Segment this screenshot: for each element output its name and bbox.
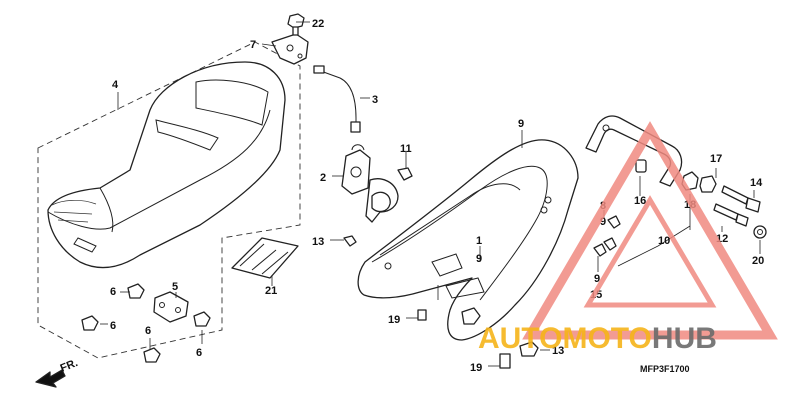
callout-5: 5: [172, 281, 178, 293]
diagram-code: MFP3F1700: [640, 364, 690, 374]
leader-lines: [100, 21, 761, 367]
callout-6-top: 6: [110, 286, 116, 298]
seat: [47, 61, 286, 269]
callout-21: 21: [265, 285, 277, 297]
seat-strap: [231, 237, 299, 279]
fasteners: [343, 215, 621, 369]
callout-10: 10: [658, 235, 670, 247]
watermark-triangle: [522, 121, 778, 340]
callout-17: 17: [710, 153, 722, 165]
watermark-part-1: AUTOMOTO: [478, 322, 652, 355]
callout-9-upper: 9: [600, 216, 606, 228]
callout-20: 20: [752, 255, 764, 267]
callout-11: 11: [400, 143, 412, 155]
callout-13-right: 13: [552, 345, 564, 357]
bolt-top: [287, 13, 305, 36]
bracket: [153, 291, 189, 323]
callout-13-left: 13: [312, 236, 324, 248]
callout-7: 7: [250, 39, 256, 51]
front-arrow: FR.: [35, 357, 80, 388]
callout-19-right: 19: [470, 362, 482, 374]
seat-lock: [341, 144, 399, 223]
grommets: [81, 283, 211, 363]
callout-4: 4: [112, 79, 119, 91]
watermark-text: AUTOMOTOHUB: [478, 322, 717, 355]
callout-6-right: 6: [196, 347, 202, 359]
callout-9-label: 9: [476, 253, 482, 265]
seat-group-outline: [37, 41, 301, 359]
seat-cable: [313, 65, 361, 133]
rear-hardware: [681, 171, 767, 239]
seat-hinge: [271, 33, 309, 65]
callout-9-lower: 9: [594, 273, 600, 285]
callout-16: 16: [634, 195, 646, 207]
front-marker-label: FR.: [59, 357, 80, 375]
watermark-part-2: HUB: [652, 322, 717, 355]
callout-6-center: 6: [145, 325, 151, 337]
callout-9-cowl: 9: [518, 118, 524, 130]
watermark: AUTOMOTOHUB: [478, 121, 778, 355]
callout-2: 2: [320, 172, 326, 184]
callout-3: 3: [372, 94, 378, 106]
callout-14: 14: [750, 177, 763, 189]
rear-cowl: [357, 139, 579, 341]
callout-6-left: 6: [110, 320, 116, 332]
callout-22: 22: [312, 18, 324, 30]
screw-lock: [397, 167, 413, 181]
callout-19-left: 19: [388, 314, 400, 326]
callout-1: 1: [476, 235, 482, 247]
